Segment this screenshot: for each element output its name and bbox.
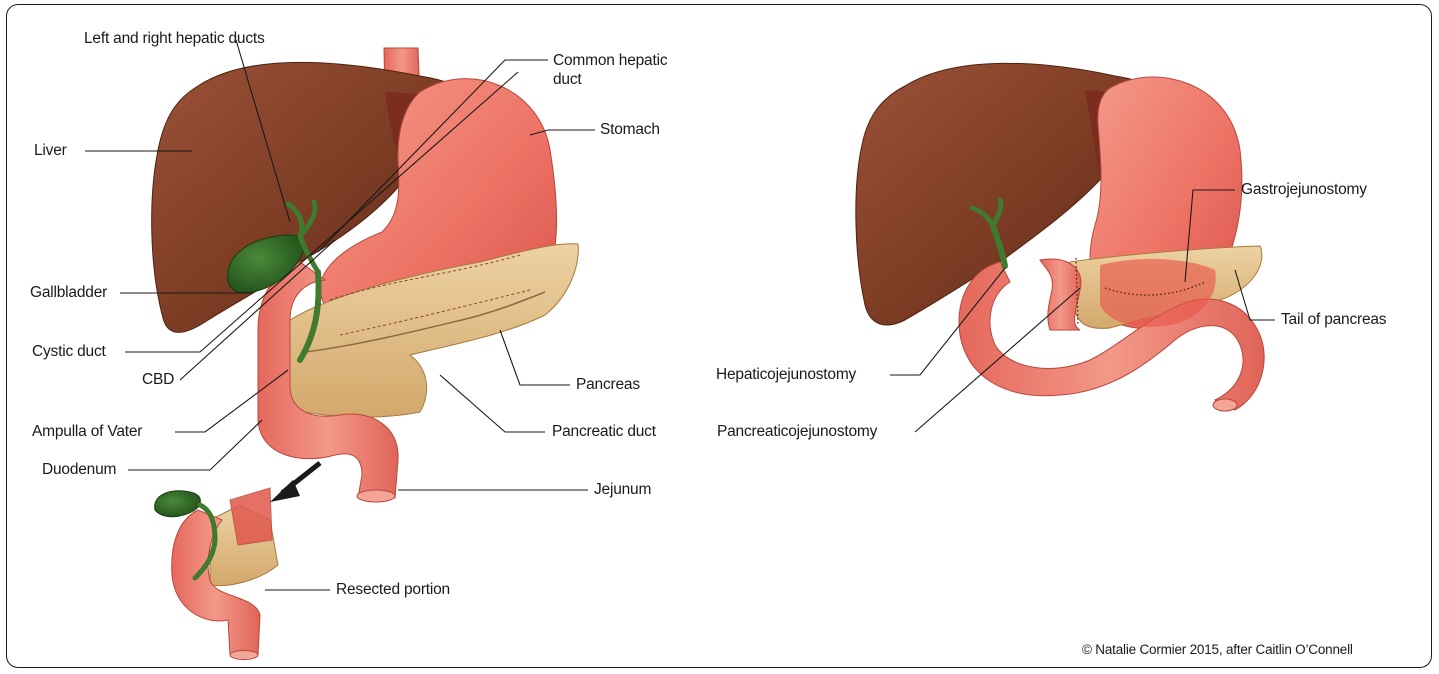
label-hepaticojejunostomy: Hepaticojejunostomy xyxy=(716,366,856,384)
jejunum-end xyxy=(357,490,395,502)
label-tail-of-pancreas: Tail of pancreas xyxy=(1281,311,1386,329)
label-gastrojejunostomy: Gastrojejunostomy xyxy=(1241,181,1367,199)
label-common-hepatic-duct-cont: duct xyxy=(553,71,582,89)
copyright-credit: © Natalie Cormier 2015, after Caitlin O’… xyxy=(1082,641,1353,659)
resected-portion xyxy=(155,488,278,660)
label-gallbladder: Gallbladder xyxy=(30,284,107,302)
label-stomach: Stomach xyxy=(600,121,660,139)
label-pancreatic-duct: Pancreatic duct xyxy=(552,423,656,441)
left-illustration xyxy=(152,48,579,660)
label-liver: Liver xyxy=(34,142,67,160)
label-pancreaticojejunostomy: Pancreaticojejunostomy xyxy=(717,423,877,441)
label-cbd: CBD xyxy=(142,371,174,389)
label-resected-portion: Resected portion xyxy=(336,581,450,599)
label-left-right-hepatic-ducts: Left and right hepatic ducts xyxy=(84,30,265,48)
label-common-hepatic-duct: Common hepatic xyxy=(553,52,667,70)
label-cystic-duct: Cystic duct xyxy=(32,343,106,361)
right-illustration xyxy=(856,63,1264,411)
label-jejunum: Jejunum xyxy=(594,481,651,499)
label-duodenum: Duodenum xyxy=(42,461,116,479)
label-pancreas: Pancreas xyxy=(576,376,640,394)
label-ampulla-of-vater: Ampulla of Vater xyxy=(32,423,142,441)
